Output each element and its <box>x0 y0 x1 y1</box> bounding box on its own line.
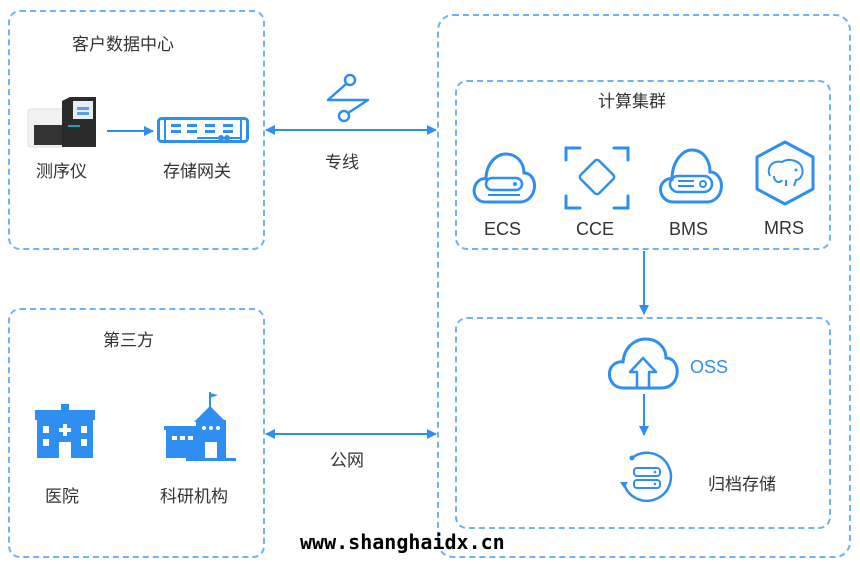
compute-cluster-title: 计算集群 <box>598 92 666 112</box>
watermark: www.shanghaidx.cn <box>300 530 505 554</box>
compute-cluster-group <box>455 80 831 250</box>
hospital-icon <box>33 404 97 458</box>
private-line-label: 专线 <box>325 153 359 173</box>
storage-gateway-label: 存储网关 <box>163 162 231 182</box>
third-party-group <box>8 308 265 558</box>
cloud-group <box>437 14 851 558</box>
oss-to-archive-arrow <box>639 394 649 436</box>
research-institute-label: 科研机构 <box>160 487 228 507</box>
oss-label: OSS <box>690 357 729 377</box>
customer-data-center-group <box>8 10 265 250</box>
cce-label: CCE <box>576 219 615 239</box>
bms-label: BMS <box>669 219 709 239</box>
compute-to-storage-arrow <box>639 251 649 315</box>
storage-group <box>455 317 831 529</box>
sequencer-to-gateway-arrow <box>107 126 154 136</box>
bms-icon <box>658 146 724 206</box>
private-line-arrow <box>265 125 437 135</box>
public-net-label: 公网 <box>330 451 364 471</box>
archive-storage-label: 归档存储 <box>708 475 776 495</box>
hospital-label: 医院 <box>45 487 79 507</box>
mrs-icon <box>752 140 818 206</box>
direct-connect-icon <box>322 72 370 124</box>
sequencer-label: 测序仪 <box>36 162 87 182</box>
mrs-label: MRS <box>764 218 804 238</box>
cce-icon <box>564 146 630 210</box>
third-party-title: 第三方 <box>103 331 154 351</box>
oss-icon <box>606 336 680 390</box>
ecs-icon <box>470 148 538 206</box>
research-institute-icon <box>164 392 238 464</box>
storage-gateway-icon <box>157 117 249 143</box>
public-net-arrow <box>265 429 437 439</box>
ecs-label: ECS <box>484 219 522 239</box>
customer-data-center-title: 客户数据中心 <box>72 35 174 55</box>
archive-storage-icon <box>618 450 674 506</box>
sequencer-icon <box>26 95 98 150</box>
